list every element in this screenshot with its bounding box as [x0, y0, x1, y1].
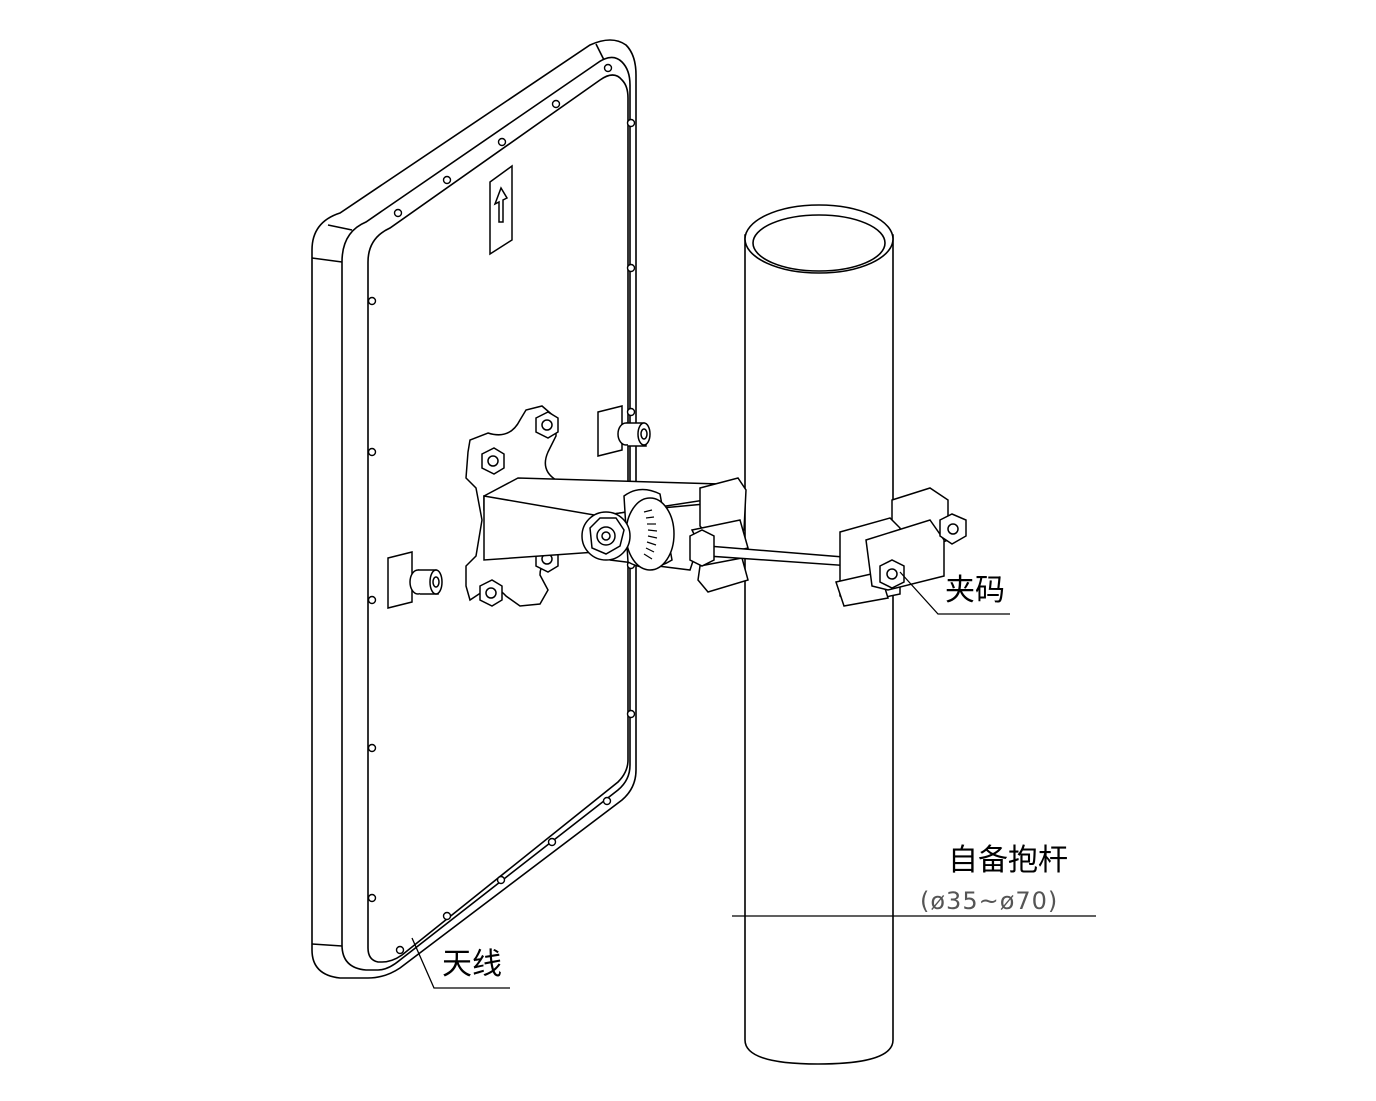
panel-screws [367, 63, 636, 955]
tilt-scale [643, 509, 658, 560]
up-arrow-icon [489, 164, 513, 256]
antenna-label: 天线 [442, 947, 502, 982]
antenna-panel [311, 38, 637, 979]
clamp-assembly [689, 487, 967, 607]
mounting-pole [744, 204, 894, 1065]
pole-diameter-label: (ø35~ø70) [920, 887, 1058, 915]
connector-icon [387, 551, 443, 609]
leader-lines [411, 571, 1096, 989]
pole-label: 自备抱杆 [948, 843, 1068, 878]
tilt-bracket [483, 477, 749, 593]
clamp-label: 夹码 [945, 573, 1005, 608]
connector-icon [597, 405, 651, 457]
